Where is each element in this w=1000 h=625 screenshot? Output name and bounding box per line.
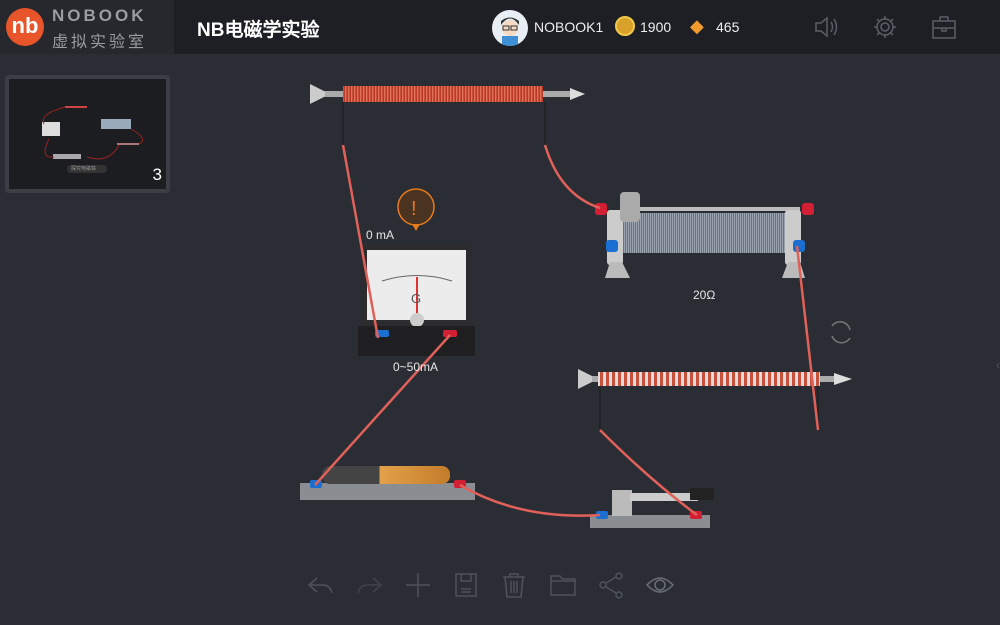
- sound-icon[interactable]: [812, 13, 840, 41]
- gem-icon: ◆: [690, 16, 704, 36]
- thumbnail-count: 3: [152, 165, 162, 184]
- gem-count: 465: [716, 19, 740, 35]
- experiment-thumbnail[interactable]: 探究电磁铁 3: [5, 75, 170, 193]
- knife-switch[interactable]: [590, 488, 714, 528]
- rheostat-value: 20Ω: [693, 288, 716, 302]
- redo-icon[interactable]: [355, 570, 385, 600]
- battery[interactable]: [300, 466, 475, 500]
- share-icon[interactable]: [596, 570, 626, 600]
- avatar[interactable]: [492, 10, 528, 46]
- rotate-icon[interactable]: [831, 321, 851, 344]
- side-panel-arrow[interactable]: ‹: [996, 358, 1000, 372]
- add-icon[interactable]: [403, 570, 433, 600]
- save-icon[interactable]: [451, 570, 481, 600]
- galvanometer[interactable]: [358, 244, 475, 356]
- toolbox-icon[interactable]: [930, 13, 958, 41]
- logo: nb NOBOOK 虚拟实验室: [0, 0, 174, 54]
- delete-icon[interactable]: [499, 570, 529, 600]
- rheostat[interactable]: [595, 192, 814, 278]
- logo-subtext: 虚拟实验室: [52, 34, 148, 51]
- warning-icon[interactable]: !: [397, 188, 435, 231]
- galvanometer-reading: 0 mA: [366, 228, 395, 242]
- logo-mark: nb: [6, 8, 44, 46]
- galvanometer-symbol: G: [411, 291, 421, 306]
- warning-glyph: !: [411, 198, 417, 220]
- undo-icon[interactable]: [305, 570, 335, 600]
- logo-text: NOBOOK: [52, 6, 147, 25]
- settings-icon[interactable]: [871, 13, 899, 41]
- coin-icon: [615, 16, 635, 36]
- bottom-toolbar: [300, 570, 700, 602]
- thumbnail-caption: 探究电磁铁: [71, 166, 97, 172]
- folder-icon[interactable]: [548, 570, 578, 600]
- thumbnail-preview: [42, 106, 144, 173]
- username: NOBOOK1: [534, 19, 604, 35]
- galvanometer-range: 0~50mA: [393, 360, 439, 374]
- coin-count: 1900: [640, 19, 672, 35]
- solenoid-coil-bottom[interactable]: [578, 369, 852, 430]
- rheostat-slider[interactable]: [620, 192, 640, 222]
- solenoid-coil-top[interactable]: [310, 84, 585, 145]
- wires[interactable]: [314, 144, 820, 517]
- eye-icon[interactable]: [645, 570, 675, 600]
- top-bar: nb NOBOOK 虚拟实验室 NB电磁学实验 NOBOOK1 1900 ◆ 4…: [0, 0, 1000, 54]
- page-title: NB电磁学实验: [197, 20, 320, 41]
